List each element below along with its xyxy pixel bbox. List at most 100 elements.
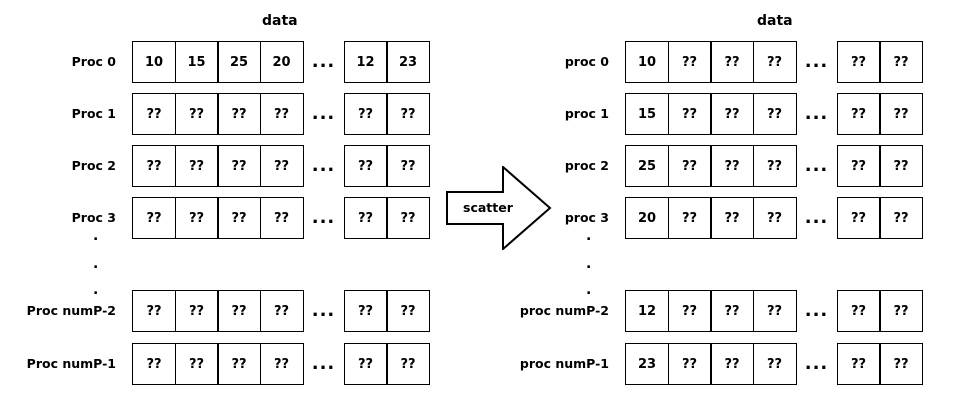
data-cell: ?? [836, 197, 881, 239]
data-cell: ?? [879, 41, 923, 83]
process-label: Proc 0 [71, 54, 116, 69]
process-label: proc 2 [564, 158, 609, 173]
data-cell: ?? [132, 197, 176, 239]
data-cell: ?? [836, 343, 881, 385]
data-cell: ?? [343, 343, 388, 385]
data-cell: ?? [752, 41, 797, 83]
data-cell: ?? [343, 93, 388, 135]
data-cell: ?? [836, 145, 881, 187]
data-cell: ?? [879, 93, 923, 135]
data-array: 10??????...???? [625, 41, 923, 83]
data-array: ????????...???? [132, 93, 430, 135]
data-cell: ?? [386, 290, 430, 332]
ellipsis: ... [311, 299, 336, 321]
data-cell: ?? [710, 93, 754, 135]
data-cell: 20 [259, 41, 304, 83]
ellipsis: ... [804, 299, 829, 321]
data-array: ????????...???? [132, 197, 430, 239]
data-cell: 12 [625, 290, 669, 332]
process-label: proc 1 [564, 106, 609, 121]
data-cell: ?? [836, 290, 881, 332]
data-cell: ?? [710, 197, 754, 239]
data-array: 15??????...???? [625, 93, 923, 135]
ellipsis: ... [311, 352, 336, 374]
ellipsis: ... [311, 206, 336, 228]
data-cell: ?? [386, 343, 430, 385]
ellipsis: ... [804, 154, 829, 176]
process-row: proc 1 15??????...???? [480, 93, 960, 135]
process-label: Proc numP-1 [26, 356, 116, 371]
vertical-dot: . [93, 282, 99, 298]
process-row: proc 0 10??????...???? [480, 41, 960, 83]
data-cell: ?? [259, 197, 304, 239]
process-label: Proc numP-2 [26, 303, 116, 318]
data-cell: ?? [752, 93, 797, 135]
scatter-arrow [446, 166, 552, 250]
data-cell: ?? [217, 93, 261, 135]
data-cell: ?? [217, 343, 261, 385]
process-row: proc 2 25??????...???? [480, 145, 960, 187]
data-cell: ?? [879, 145, 923, 187]
process-label: proc numP-1 [519, 356, 609, 371]
data-cell: ?? [667, 41, 712, 83]
data-array: 12??????...???? [625, 290, 923, 332]
data-array: 20??????...???? [625, 197, 923, 239]
process-row: Proc numP-2????????...???? [0, 290, 480, 332]
data-cell: ?? [667, 197, 712, 239]
process-row: proc numP-2 12??????...???? [480, 290, 960, 332]
ellipsis: ... [804, 352, 829, 374]
data-cell: ?? [343, 290, 388, 332]
data-cell: 20 [625, 197, 669, 239]
ellipsis: ... [311, 102, 336, 124]
left-data-title: data [262, 13, 298, 29]
data-cell: ?? [132, 343, 176, 385]
process-label: proc 3 [564, 210, 609, 225]
data-cell: ?? [259, 145, 304, 187]
data-cell: ?? [343, 197, 388, 239]
data-cell: ?? [752, 343, 797, 385]
data-cell: ?? [710, 41, 754, 83]
scatter-label: scatter [463, 200, 513, 215]
vertical-dot: . [93, 256, 99, 272]
process-label: proc 0 [564, 54, 609, 69]
data-cell: ?? [879, 343, 923, 385]
data-cell: ?? [174, 145, 219, 187]
data-cell: 25 [625, 145, 669, 187]
data-cell: 10 [132, 41, 176, 83]
process-label: proc numP-2 [519, 303, 609, 318]
data-cell: ?? [217, 197, 261, 239]
process-row: Proc 1????????...???? [0, 93, 480, 135]
data-cell: ?? [386, 145, 430, 187]
data-cell: 15 [174, 41, 219, 83]
ellipsis: ... [311, 50, 336, 72]
process-row: Proc numP-1????????...???? [0, 343, 480, 385]
data-cell: ?? [174, 197, 219, 239]
data-cell: ?? [752, 197, 797, 239]
data-array: 23??????...???? [625, 343, 923, 385]
data-cell: ?? [386, 93, 430, 135]
ellipsis: ... [804, 206, 829, 228]
data-array: 25??????...???? [625, 145, 923, 187]
data-cell: ?? [710, 343, 754, 385]
data-array: ????????...???? [132, 145, 430, 187]
vertical-dot: . [586, 228, 592, 244]
data-cell: 10 [625, 41, 669, 83]
data-cell: ?? [132, 145, 176, 187]
data-cell: ?? [667, 290, 712, 332]
vertical-dot: . [586, 256, 592, 272]
data-cell: ?? [879, 197, 923, 239]
process-row: Proc 3????????...???? [0, 197, 480, 239]
data-cell: ?? [259, 290, 304, 332]
data-cell: ?? [667, 145, 712, 187]
data-cell: ?? [836, 41, 881, 83]
data-cell: ?? [386, 197, 430, 239]
process-row: proc numP-1 23??????...???? [480, 343, 960, 385]
data-cell: ?? [752, 290, 797, 332]
ellipsis: ... [804, 102, 829, 124]
vertical-dot: . [93, 228, 99, 244]
data-cell: ?? [174, 290, 219, 332]
data-cell: ?? [132, 93, 176, 135]
